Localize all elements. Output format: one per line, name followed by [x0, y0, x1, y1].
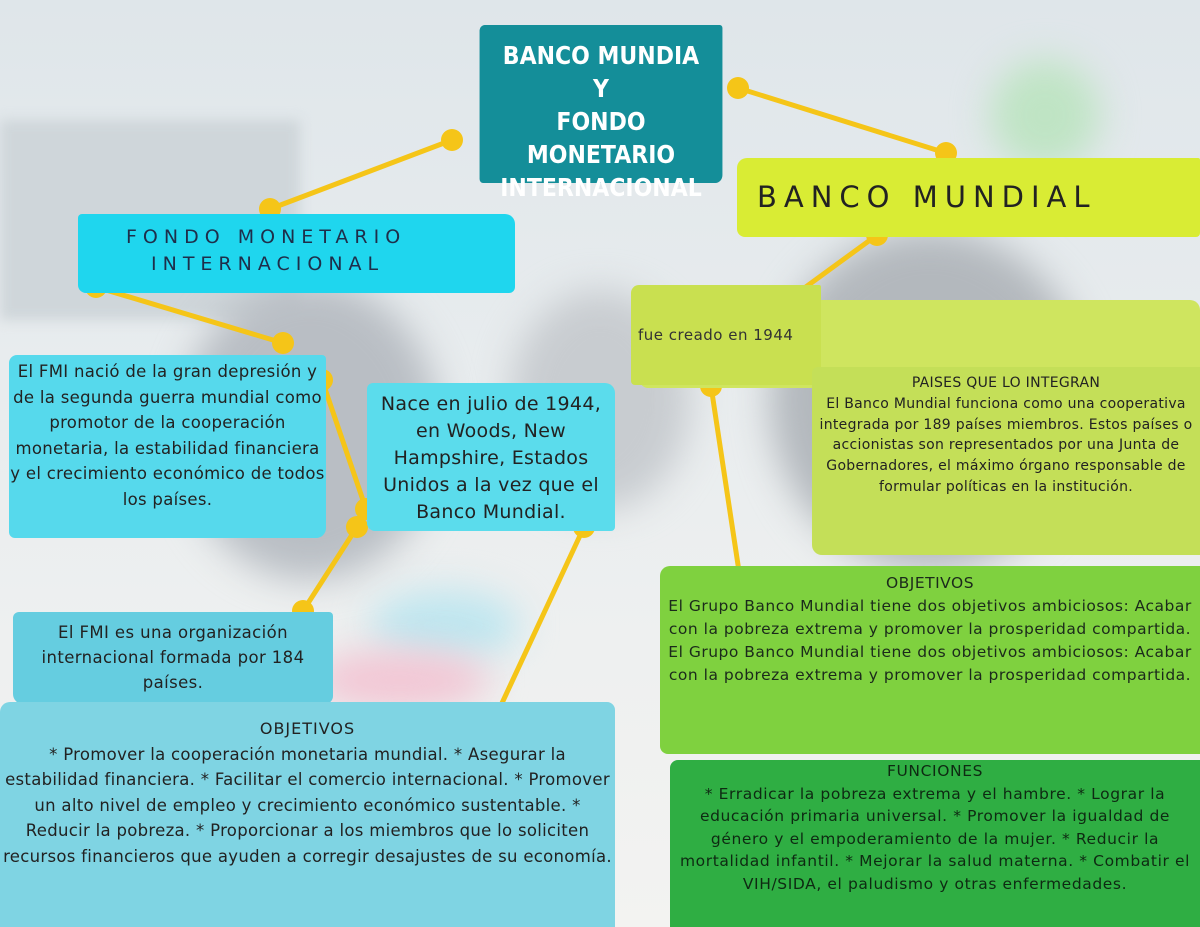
fmi-heading-line1: FONDO MONETARIO — [126, 226, 407, 248]
bm-countries-heading: PAISES QUE LO INTEGRAN — [911, 375, 1101, 391]
connector-title-fmi-a — [267, 137, 455, 212]
fmi-organization-text: El FMI es una organización internacional… — [41, 623, 305, 692]
bm-created-text: fue creado en 1944 — [638, 326, 794, 344]
bm-created-box: fue creado en 1944 — [631, 285, 821, 385]
connector-title-bm — [735, 85, 949, 156]
fmi-origin-text: El FMI nació de la gran depresión y de l… — [10, 362, 325, 509]
bm-functions-heading: FUNCIONES — [886, 762, 984, 780]
fmi-objectives-box: OBJETIVOS * Promover la cooperación mone… — [0, 702, 615, 927]
bg-plate — [310, 650, 490, 710]
fmi-organization-box: El FMI es una organización internacional… — [13, 612, 333, 704]
bg-wall-art — [990, 60, 1100, 170]
fmi-objectives-text: * Promover la cooperación monetaria mund… — [3, 744, 612, 866]
bg-bowl — [370, 590, 520, 660]
fmi-heading-box: FONDO MONETARIO INTERNACIONAL — [78, 214, 515, 293]
connector-fmi-obj — [486, 524, 587, 734]
node-dot — [441, 129, 463, 151]
fmi-heading-line2: INTERNACIONAL — [151, 253, 385, 275]
bm-functions-box: FUNCIONES * Erradicar la pobreza extrema… — [670, 760, 1200, 927]
node-dot — [346, 516, 368, 538]
connector-bm-obj — [708, 383, 743, 581]
fmi-objectives-heading: OBJETIVOS — [259, 719, 356, 738]
bm-objectives-box: OBJETIVOS El Grupo Banco Mundial tiene d… — [660, 566, 1200, 754]
bm-countries-text: El Banco Mundial funciona como una coope… — [819, 395, 1193, 495]
fmi-founded-box: Nace en julio de 1944, en Woods, New Ham… — [367, 383, 615, 531]
connector-fmi-origin — [93, 284, 286, 346]
bm-functions-text: * Erradicar la pobreza extrema y el hamb… — [679, 784, 1191, 893]
bm-objectives-heading: OBJETIVOS — [885, 574, 975, 592]
main-title-box: BANCO MUNDIA Y FONDO MONETARIO INTERNACI… — [479, 25, 723, 202]
fmi-founded-text: Nace en julio de 1944, en Woods, New Ham… — [380, 393, 602, 523]
connector-fmi-chain — [319, 377, 369, 512]
bm-heading: BANCO MUNDIAL — [757, 180, 1097, 214]
connector-fmi-org — [300, 524, 360, 614]
main-title: BANCO MUNDIA Y FONDO MONETARIO INTERNACI… — [500, 41, 702, 202]
fmi-origin-box: El FMI nació de la gran depresión y de l… — [9, 355, 326, 538]
bm-heading-box: BANCO MUNDIAL — [737, 158, 1200, 237]
bm-objectives-text: El Grupo Banco Mundial tiene dos objetiv… — [668, 597, 1192, 684]
node-dot — [727, 77, 749, 99]
node-dot — [272, 332, 294, 354]
bm-countries-box: PAISES QUE LO INTEGRAN El Banco Mundial … — [812, 367, 1200, 555]
